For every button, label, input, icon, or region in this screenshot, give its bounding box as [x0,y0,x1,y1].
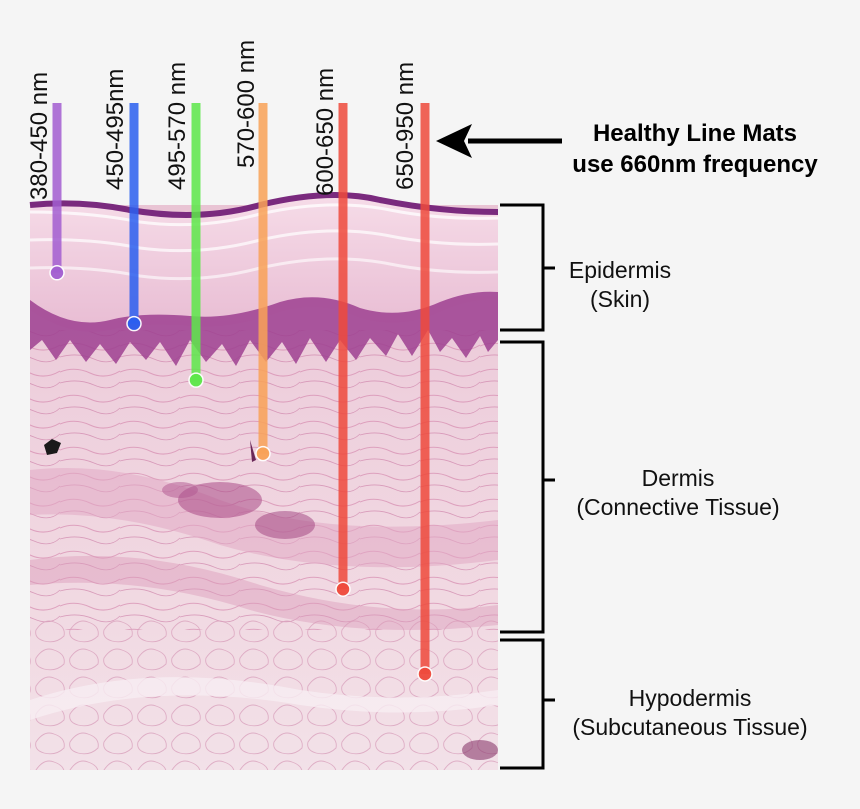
epidermis-bracket [500,203,555,332]
hypodermis-detail: (Subcutaneous Tissue) [572,714,808,740]
wavelength-label-450-495: 450-495nm [102,68,129,190]
probe-end-0 [49,265,65,281]
wavelength-label-650-950: 650-950 nm [392,61,419,190]
dermis-detail: (Connective Tissue) [576,494,780,520]
layer-label-dermis: Dermis (Connective Tissue) [548,464,808,522]
wavelength-label-600-650: 600-650 nm [312,67,339,196]
layer-label-epidermis: Epidermis (Skin) [545,256,695,314]
probe-end-4 [335,581,351,597]
epidermis-detail: (Skin) [589,286,651,312]
layer-brackets [500,203,555,770]
dermis-bracket [500,340,555,634]
wavelength-label-380-450: 380-450 nm [26,71,53,200]
probe-end-2 [188,372,204,388]
probe-end-3 [255,445,271,462]
callout-line-2: use 660nm frequency [572,151,818,178]
callout-line-1: Healthy Line Mats [592,120,798,147]
callout-arrow [436,124,562,158]
wavelength-label-495-570: 495-570 nm [164,61,191,190]
hypodermis-name: Hypodermis [628,685,752,711]
hypodermis-bracket [500,638,555,770]
probe-end-1 [126,315,142,332]
dermis-name: Dermis [641,465,715,491]
wavelength-label-570-600: 570-600 nm [233,39,260,168]
probe-end-5 [417,666,433,682]
epidermis-name: Epidermis [568,257,672,283]
wavelength-probes [49,103,433,682]
callout-text: Healthy Line Mats use 660nm frequency [540,118,850,180]
layer-label-hypodermis: Hypodermis (Subcutaneous Tissue) [540,684,840,742]
